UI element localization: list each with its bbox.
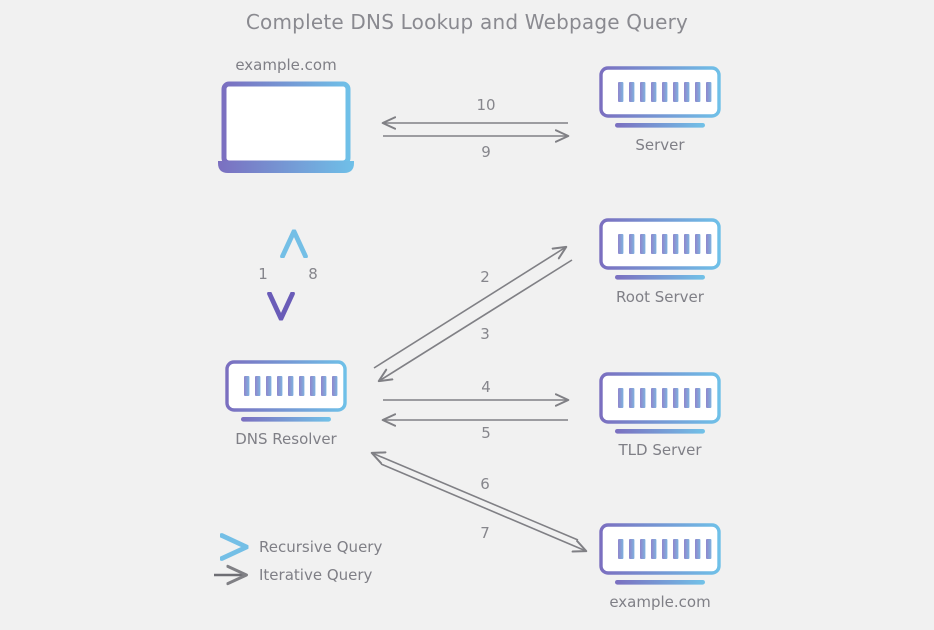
step-label-5: 5 <box>481 424 491 442</box>
arrow-step-3 <box>379 259 573 381</box>
server-icon-authoritative-server <box>599 523 721 587</box>
step-label-9: 9 <box>481 143 491 161</box>
node-label-dns-resolver: DNS Resolver <box>235 430 337 448</box>
node-label-authoritative-server: example.com <box>609 593 711 611</box>
step-label-7: 7 <box>480 524 490 542</box>
arrow-step-2 <box>373 247 566 369</box>
step-label-2: 2 <box>480 268 490 286</box>
legend-label-recursive: Recursive Query <box>259 538 383 556</box>
node-label-root-server: Root Server <box>616 288 704 306</box>
step-label-3: 3 <box>480 325 490 343</box>
server-icon-dns-resolver <box>225 360 347 424</box>
step-label-8: 8 <box>308 265 318 283</box>
page-title: Complete DNS Lookup and Webpage Query <box>245 10 689 34</box>
legend-label-iterative: Iterative Query <box>259 566 373 584</box>
step-label-6: 6 <box>480 475 490 493</box>
step-label-1: 1 <box>258 265 268 283</box>
laptop-icon <box>218 81 354 173</box>
node-label-tld-server: TLD Server <box>618 441 702 459</box>
step-label-10: 10 <box>476 96 496 114</box>
arrow-step-6 <box>372 453 579 541</box>
server-icon-tld-server <box>599 372 721 436</box>
arrow-step-7 <box>380 463 586 551</box>
node-label-client: example.com <box>235 56 337 74</box>
server-icon-server <box>599 66 721 130</box>
step-label-4: 4 <box>481 378 491 396</box>
node-label-server: Server <box>635 136 685 154</box>
server-icon-root-server <box>599 218 721 282</box>
